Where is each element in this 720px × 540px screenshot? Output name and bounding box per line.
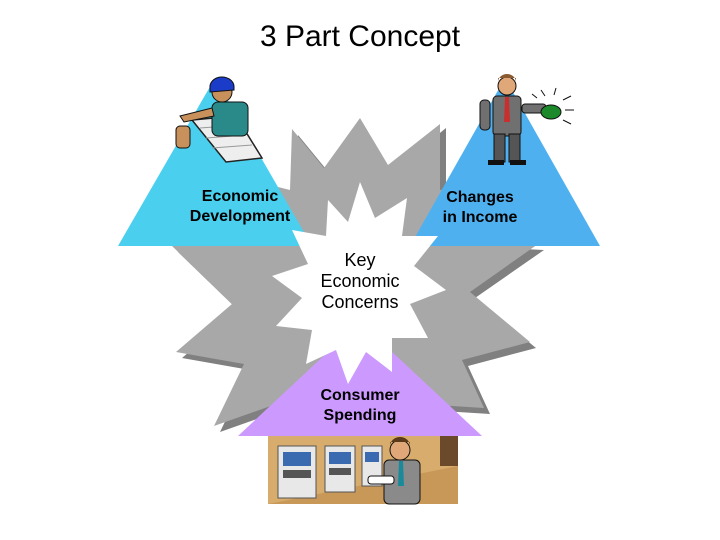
part-label-line: Spending <box>323 407 397 424</box>
part-label-line: Development <box>189 208 291 225</box>
part-label-consumer-spending: Consumer Spending <box>290 386 430 426</box>
center-label: Key Economic Concerns <box>290 250 430 313</box>
center-starburst <box>272 182 446 384</box>
businessman-icon <box>479 74 574 165</box>
triangle-economic-development <box>118 78 312 246</box>
center-label-line: Concerns <box>321 292 399 312</box>
center-label-line: Key <box>344 250 376 270</box>
part-label-line: in Income <box>442 209 518 226</box>
part-label-line: Consumer <box>320 387 400 404</box>
slide-title: 3 Part Concept <box>259 20 461 53</box>
construction-worker-icon <box>175 76 264 163</box>
part-label-economic-development: Economic Development <box>160 187 320 227</box>
part-label-changes-in-income: Changes in Income <box>410 188 550 228</box>
triangle-consumer-spending <box>238 322 482 436</box>
shopper-vending-icon <box>268 436 458 505</box>
part-label-line: Changes <box>446 189 514 206</box>
part-label-line: Economic <box>201 188 279 205</box>
center-label-line: Economic <box>320 271 400 291</box>
